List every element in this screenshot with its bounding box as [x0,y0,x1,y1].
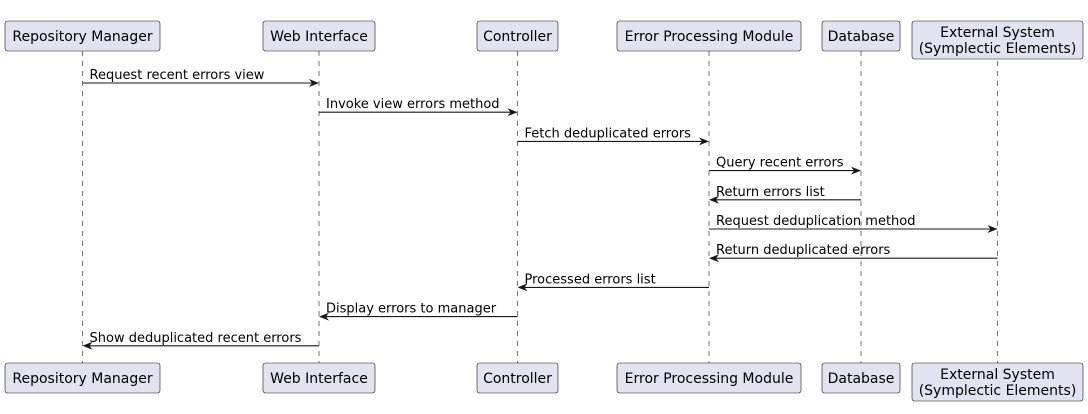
participant-box [911,362,1084,402]
message-label: Processed errors list [525,272,656,287]
message-label: Fetch deduplicated errors [525,126,692,141]
message-1: Request recent errors view [82,68,319,87]
message-label: Return errors list [716,185,825,200]
participant-box [476,362,559,394]
message-label: Request deduplication method [716,214,916,229]
message-4: Query recent errors [709,156,861,175]
arrowhead-icon [987,225,998,233]
message-3: Fetch deduplicated errors [517,126,709,146]
participant-bottom-controller: Controller [476,362,559,394]
participant-bottom-web: Web Interface [262,362,376,394]
message-label: Display errors to manager [326,302,497,317]
message-9: Display errors to manager [319,302,518,321]
participant-label: External System [940,25,1055,41]
participant-bottom-ext: External System(Symplectic Elements) [911,362,1084,402]
message-10: Show deduplicated recent errors [82,331,319,350]
participant-top-db: Database [821,20,901,52]
message-label: Invoke view errors method [326,97,500,112]
arrowhead-icon [851,166,861,175]
participant-top-web: Web Interface [262,20,376,52]
lifelines [82,51,998,363]
message-label: Request recent errors view [90,68,265,83]
participant-box [4,362,161,394]
message-8: Processed errors list [517,272,709,292]
message-2: Invoke view errors method [319,97,518,117]
arrowhead-icon [319,312,329,321]
arrowhead-icon [507,108,518,117]
arrowhead-icon [709,195,719,204]
participant-top-manager: Repository Manager [4,20,161,52]
participant-bottom-epm: Error Processing Module [616,362,802,394]
participant-label: Database [828,29,895,45]
message-label: Query recent errors [716,156,844,171]
arrowhead-icon [517,283,528,292]
message-label: Return deduplicated errors [716,243,891,258]
participant-label: (Symplectic Elements) [919,383,1077,399]
participant-label: External System [940,367,1055,383]
participant-label: (Symplectic Elements) [919,41,1077,57]
message-6: Request deduplication method [709,214,998,233]
participant-bottom-manager: Repository Manager [4,362,161,394]
participant-label: Error Processing Module [625,371,794,387]
message-7: Return deduplicated errors [709,243,998,263]
participant-label: Error Processing Module [625,29,794,45]
participant-bottom-db: Database [821,362,901,394]
participant-box [476,20,559,52]
participant-box [262,20,376,52]
message-5: Return errors list [709,185,861,204]
participant-label: Repository Manager [12,29,153,45]
participant-label: Web Interface [270,371,368,387]
participant-top-controller: Controller [476,20,559,52]
arrowhead-icon [709,254,719,263]
participant-box [911,20,1084,60]
participant-label: Web Interface [270,29,368,45]
participant-top-epm: Error Processing Module [616,20,802,52]
participant-label: Repository Manager [12,371,153,387]
participant-top-ext: External System(Symplectic Elements) [911,20,1084,60]
arrowhead-icon [309,79,319,87]
participant-box [821,362,901,394]
participant-box [616,362,802,394]
participant-label: Database [828,371,895,387]
participant-box [821,20,901,52]
arrowhead-icon [699,137,709,146]
participant-label: Controller [483,29,552,45]
participant-box [4,20,161,52]
participant-box [262,362,376,394]
participant-label: Controller [483,371,552,387]
arrowhead-icon [82,341,93,350]
message-label: Show deduplicated recent errors [90,331,302,346]
participant-box [616,20,802,52]
